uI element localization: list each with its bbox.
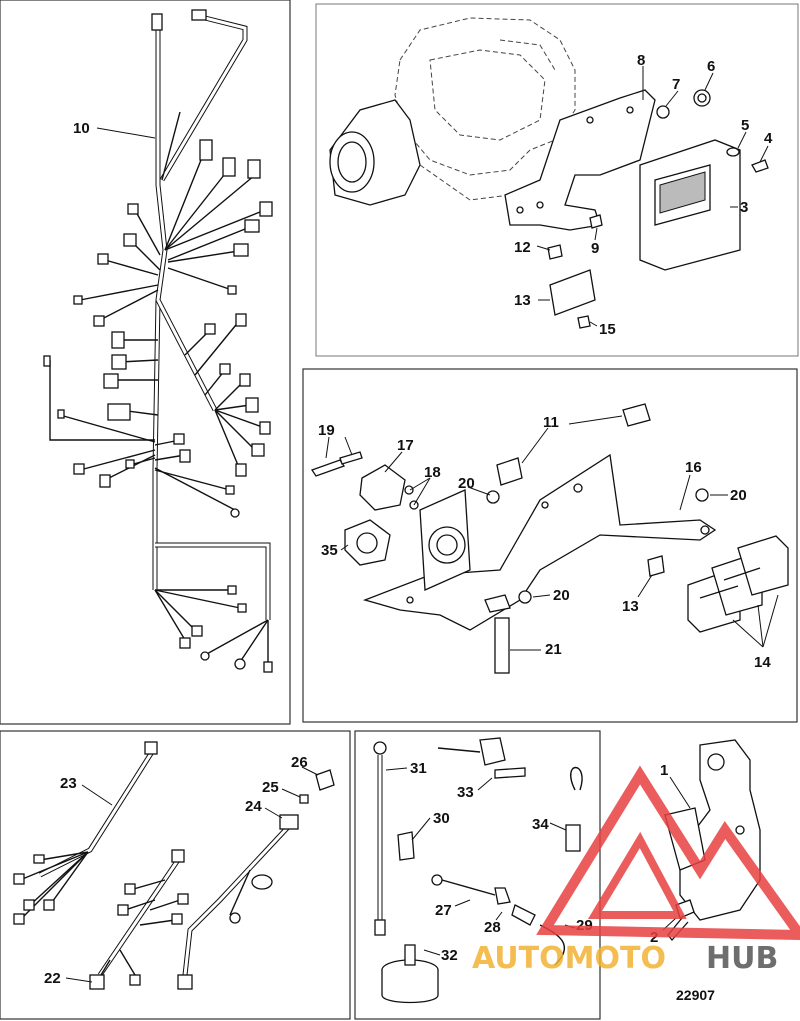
callout-4: 4 xyxy=(764,130,773,147)
callout-20-c: 20 xyxy=(553,587,570,604)
sensors-and-leads xyxy=(373,737,583,1004)
callout-32: 32 xyxy=(441,947,458,964)
panel-sensors xyxy=(354,730,601,1020)
engine-housing-outline xyxy=(329,17,576,206)
callout-24: 24 xyxy=(245,798,262,815)
callout-14: 14 xyxy=(754,654,771,671)
callout-1: 1 xyxy=(660,762,668,779)
callout-18: 18 xyxy=(424,464,441,481)
callout-27: 27 xyxy=(435,902,452,919)
callout-12: 12 xyxy=(514,239,531,256)
callout-11: 11 xyxy=(543,414,559,431)
callout-19: 19 xyxy=(318,422,335,439)
callout-23: 23 xyxy=(60,775,77,792)
callout-8: 8 xyxy=(637,52,645,69)
panel-harness xyxy=(0,0,291,725)
callout-15: 15 xyxy=(599,321,616,338)
callout-26: 26 xyxy=(291,754,308,771)
ecm-module xyxy=(639,139,741,271)
watermark-text-a: AUTOMOTO xyxy=(472,941,666,976)
callout-2: 2 xyxy=(650,929,658,946)
callout-17: 17 xyxy=(397,437,414,454)
callout-31: 31 xyxy=(410,760,427,777)
callout-5: 5 xyxy=(741,117,749,134)
callout-25: 25 xyxy=(262,779,279,796)
callout-13: 13 xyxy=(514,292,531,309)
callout-9: 9 xyxy=(591,240,599,257)
panel-bracket xyxy=(302,368,798,723)
watermark-text-b: HUB xyxy=(706,941,778,976)
callout-21: 21 xyxy=(545,641,562,658)
callout-35: 35 xyxy=(321,542,338,559)
callout-13-b: 13 xyxy=(622,598,639,615)
sub-harnesses xyxy=(13,741,335,990)
callout-10: 10 xyxy=(73,120,90,137)
ecm-fasteners xyxy=(547,89,769,329)
watermark-logo: AUTOMOTO HUB xyxy=(472,765,800,976)
callout-28: 28 xyxy=(484,919,501,936)
main-wiring-harness xyxy=(43,9,273,673)
callout-7: 7 xyxy=(672,76,680,93)
callout-16: 16 xyxy=(685,459,702,476)
callout-3: 3 xyxy=(740,199,748,216)
relays xyxy=(687,535,789,633)
callout-22: 22 xyxy=(44,970,61,987)
diagram-code: 22907 xyxy=(676,987,715,1003)
callout-34: 34 xyxy=(532,816,549,833)
callout-6: 6 xyxy=(707,58,715,75)
panel-ecm xyxy=(315,3,799,357)
bracket-hardware xyxy=(310,403,709,674)
callout-20-b: 20 xyxy=(730,487,747,504)
callout-33: 33 xyxy=(457,784,474,801)
relay-mounting-bracket xyxy=(362,453,717,631)
callout-20-a: 20 xyxy=(458,475,475,492)
callout-30: 30 xyxy=(433,810,450,827)
panel-sub-harness xyxy=(0,730,351,1020)
ecm-mounting-plate xyxy=(504,89,656,231)
